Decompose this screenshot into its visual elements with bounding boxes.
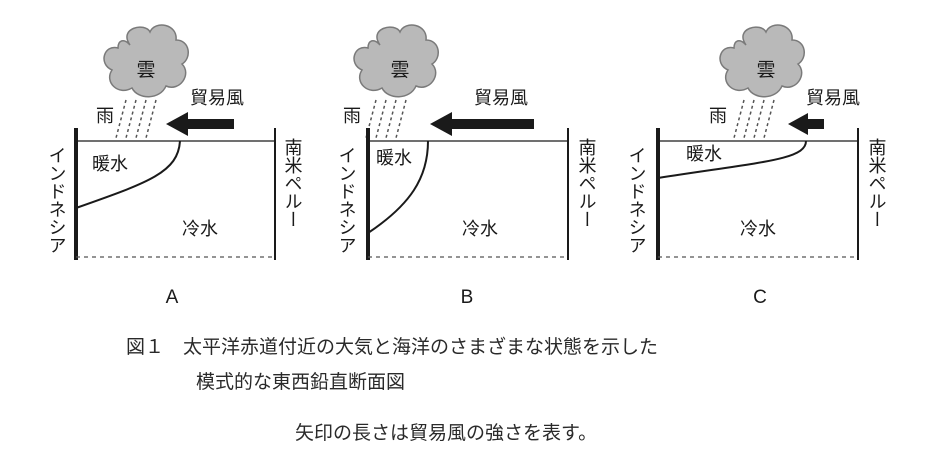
right-side-label: 南米ペルー	[866, 138, 887, 228]
cloud-icon: 雲	[353, 24, 439, 98]
rain-lines	[115, 99, 157, 139]
panel-label: C	[753, 287, 767, 308]
rain-label: 雨	[96, 106, 114, 127]
cloud-label: 雲	[756, 59, 775, 81]
cloud-label: 雲	[136, 59, 155, 81]
left-side-label: インドネシア	[336, 146, 357, 254]
cold-water-label: 冷水	[462, 219, 498, 240]
figure-note: 矢印の長さは貿易風の強さを表す。	[295, 422, 598, 444]
trade-wind-arrow	[788, 113, 824, 135]
panel-c: 雲 雨 貿易風 暖水 冷水 インドネシア 南米ペルー C	[626, 24, 887, 308]
left-side-label: インドネシア	[46, 146, 67, 254]
panel-label: A	[166, 287, 179, 308]
rain-label: 雨	[709, 106, 727, 127]
trade-wind-label: 貿易風	[806, 88, 860, 109]
figure-caption-line1: 図１ 太平洋赤道付近の大気と海洋のさまざまな状態を示した	[126, 336, 659, 358]
figure-caption-line2: 模式的な東西鉛直断面図	[196, 371, 406, 393]
rain-label: 雨	[343, 106, 361, 127]
left-side-label: インドネシア	[626, 146, 647, 254]
rain-lines	[365, 99, 407, 139]
panel-label: B	[461, 287, 474, 308]
cloud-icon: 雲	[719, 24, 805, 98]
trade-wind-label: 貿易風	[474, 88, 528, 109]
trade-wind-arrow	[430, 112, 534, 136]
panel-b: 雲 雨 貿易風 暖水 冷水 インドネシア 南米ペルー B	[336, 24, 597, 308]
warm-water-label: 暖水	[686, 144, 722, 165]
warm-water-label: 暖水	[92, 154, 128, 175]
right-side-label: 南米ペルー	[282, 138, 303, 228]
thermocline	[657, 140, 807, 179]
cold-water-label: 冷水	[182, 219, 218, 240]
thermocline	[75, 140, 181, 209]
panel-a: 雲 雨 貿易風 暖水 冷水 インドネシア 南米ペルー A	[46, 24, 303, 308]
trade-wind-arrow	[166, 112, 234, 136]
thermocline	[367, 140, 429, 234]
cold-water-label: 冷水	[740, 219, 776, 240]
cloud-label: 雲	[390, 59, 409, 81]
warm-water-label: 暖水	[376, 148, 412, 169]
cloud-icon: 雲	[103, 24, 189, 98]
right-side-label: 南米ペルー	[576, 138, 597, 228]
rain-lines	[733, 99, 775, 139]
trade-wind-label: 貿易風	[190, 88, 244, 109]
